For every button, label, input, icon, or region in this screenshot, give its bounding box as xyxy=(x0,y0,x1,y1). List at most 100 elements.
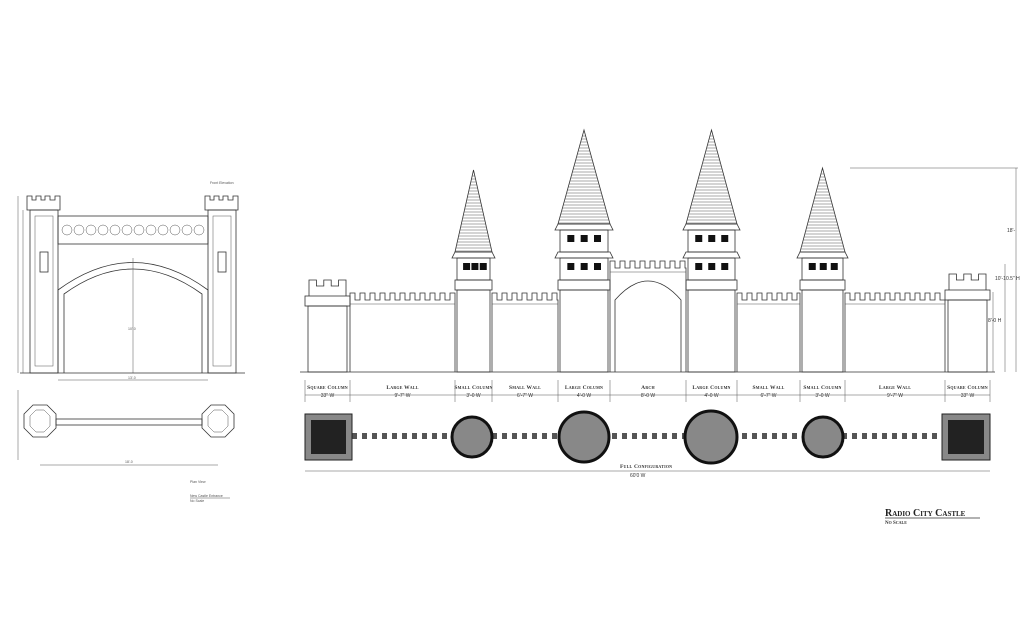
tower-body xyxy=(801,289,844,373)
tower-body xyxy=(687,289,736,373)
tower-cap xyxy=(799,279,846,291)
tower-roof xyxy=(454,169,493,253)
tower-window xyxy=(471,263,479,270)
segment-dim: 3'-0 W xyxy=(466,393,481,399)
tower-window xyxy=(819,263,827,270)
castle-plan xyxy=(304,409,991,465)
segment-label: Arch xyxy=(641,385,655,391)
wall-segment xyxy=(882,433,887,439)
wall-segment xyxy=(932,433,937,439)
tower-window xyxy=(594,263,601,270)
lattice-ornament xyxy=(193,224,205,236)
round-column-plan xyxy=(450,415,494,459)
tower-window xyxy=(580,263,588,270)
tower-window xyxy=(567,235,575,242)
segment-label: Small Wall xyxy=(509,385,541,391)
tower-window xyxy=(808,263,816,270)
wall-segment xyxy=(532,433,537,439)
title-block: Radio City Castle No Scale xyxy=(885,508,980,526)
segment-dim: 9'-7" W xyxy=(887,393,903,399)
plan-view-label: Plan View xyxy=(190,480,206,484)
tower-roof xyxy=(557,128,611,225)
tower-cap xyxy=(557,279,611,291)
segment-label: Large Column xyxy=(692,385,730,391)
lattice-ornament xyxy=(169,224,181,236)
battlement xyxy=(308,279,347,296)
front-elevation-label: Front Elevation xyxy=(210,181,234,185)
segment-dim: 9'-7" W xyxy=(394,393,410,399)
column-cap xyxy=(944,289,991,301)
battlement xyxy=(948,273,987,290)
lattice-ornament xyxy=(145,224,157,236)
width-dim: 13'-0 xyxy=(128,376,136,380)
wall-segment xyxy=(642,433,647,439)
castle-elevation xyxy=(300,128,995,373)
square-column-height-dim: 10'-10.5" H xyxy=(995,276,1020,282)
wall-segment xyxy=(442,433,447,439)
lattice-ornament xyxy=(121,224,133,236)
segment-dim: 33" W xyxy=(321,393,335,399)
tower-ledge xyxy=(682,223,741,231)
tower-body xyxy=(559,289,609,373)
wall-segment xyxy=(632,433,637,439)
round-column-plan xyxy=(683,409,739,465)
square-column xyxy=(947,299,988,373)
segment-dim: 4'-0 W xyxy=(577,393,592,399)
square-column-core xyxy=(311,420,346,454)
segment-dim: 4'-0 W xyxy=(704,393,719,399)
wall-segment xyxy=(902,433,907,439)
wall-segment xyxy=(742,433,747,439)
segment-label: Large Column xyxy=(565,385,603,391)
drawing-scale: No Scale xyxy=(885,521,907,526)
tower-window xyxy=(567,263,575,270)
lattice-ornament xyxy=(133,224,145,236)
tower-ledge xyxy=(451,251,496,259)
total-height-dim: 18'- xyxy=(1007,228,1016,234)
lattice-ornament xyxy=(157,224,169,236)
tower-ledge xyxy=(796,251,849,259)
wall-segment xyxy=(842,433,847,439)
wall-segment xyxy=(922,433,927,439)
wall-segment xyxy=(522,433,527,439)
tower-body xyxy=(456,289,491,373)
caption-line-2: No Scale xyxy=(190,499,204,503)
wall-segment xyxy=(862,433,867,439)
tower-window xyxy=(463,263,471,270)
wall xyxy=(844,292,946,372)
segment-label: Large Wall xyxy=(879,385,911,391)
segment-label: Small Wall xyxy=(752,385,784,391)
wall xyxy=(349,292,456,372)
wall-segment xyxy=(502,433,507,439)
wall-segment xyxy=(412,433,417,439)
wall-segment xyxy=(792,433,797,439)
plan-width-dim: 18'-0 xyxy=(125,460,133,464)
wall-segment xyxy=(912,433,917,439)
round-column-plan xyxy=(801,415,845,459)
wall-segment xyxy=(672,433,677,439)
tower-window xyxy=(708,263,716,270)
wall-segment xyxy=(362,433,367,439)
wall-segment xyxy=(512,433,517,439)
wall-segment xyxy=(752,433,757,439)
wall-height-dim: 8'-0 H xyxy=(988,318,1002,324)
wall-segment xyxy=(612,433,617,439)
wall-segment xyxy=(372,433,377,439)
tower-window xyxy=(721,235,729,242)
column-cap xyxy=(304,295,351,307)
drawing-title: Radio City Castle xyxy=(885,508,966,519)
tower-window xyxy=(580,235,588,242)
caption-line-1: New Castle Entrance xyxy=(190,494,223,498)
lattice-ornament xyxy=(73,224,85,236)
wall-segment xyxy=(852,433,857,439)
tower-ledge xyxy=(682,251,741,259)
height-dimensions: 18'- 10'-10.5" H 8'-0 H xyxy=(850,167,1020,372)
entrance-front-elevation: Front Elevation 10'-0 13'-0 xyxy=(17,181,245,381)
tower-cap xyxy=(454,279,493,291)
tower-roof xyxy=(685,128,738,225)
segment-dim: 3'-0 W xyxy=(815,393,830,399)
segment-labels: Square Column 33" W Large Wall 9'-7" W Small… xyxy=(304,380,991,402)
segment-label: Square Column xyxy=(947,385,988,391)
tower-window xyxy=(594,235,601,242)
lattice-ornament xyxy=(109,224,121,236)
